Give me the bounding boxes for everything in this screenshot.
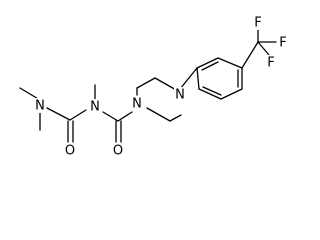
- atom-f-right: F: [278, 35, 289, 51]
- bond-carbonyl-right-to-piperazine: [117, 111, 133, 122]
- atom-label-f-top: F: [254, 16, 261, 31]
- atom-n-mid: N: [89, 99, 101, 115]
- atom-label-n-piperazine-4: N: [175, 88, 185, 103]
- atom-label-n-dimethyl: N: [35, 99, 45, 114]
- atom-f-top: F: [253, 15, 264, 31]
- bond-phenyl-2: [217, 57, 243, 69]
- bond-piperazine-to-phenyl: [179, 67, 198, 90]
- bond-phenyl-1-inner: [201, 61, 219, 71]
- atom-f-bottom: F: [266, 55, 277, 71]
- atom-labels: N O N O N N F F: [34, 15, 289, 159]
- atom-o-right: O: [112, 143, 125, 159]
- atom-label-f-right: F: [279, 36, 286, 51]
- atom-label-n-mid: N: [90, 100, 100, 115]
- atom-label-n-piperazine-1: N: [132, 97, 142, 112]
- bond-piperazine-n1-to-c2: [146, 107, 171, 122]
- bond-phenyl-4: [220, 88, 243, 100]
- bond-n-to-carbonyl-left: [46, 107, 71, 121]
- bond-phenyl-1: [196, 57, 219, 69]
- bond-lines: [19, 27, 277, 143]
- bond-phenyl-5: [198, 88, 222, 100]
- atom-label-f-bottom: F: [267, 56, 274, 71]
- bond-phenyl-5-inner: [202, 86, 222, 96]
- bond-phenyl-6: [196, 67, 200, 90]
- bond-carbonyl-left-to-n-mid: [69, 109, 87, 121]
- bond-c-to-f-bottom: [257, 41, 270, 56]
- atom-o-left: O: [64, 143, 77, 159]
- atom-n-dimethyl: N: [34, 98, 46, 114]
- molecule-structure-diagram: N O N O N N F F: [19, 15, 289, 159]
- atom-n-piperazine-4: N: [174, 87, 186, 103]
- atom-label-o-left: O: [65, 144, 75, 159]
- bond-piperazine-c5-to-c6: [136, 77, 156, 89]
- bond-n-mid-to-carbonyl-right: [102, 111, 119, 122]
- atom-label-o-right: O: [113, 144, 123, 159]
- bond-phenyl-to-cf3: [241, 41, 259, 69]
- bond-piperazine-c2-to-c3: [169, 114, 182, 122]
- atom-n-piperazine-1: N: [131, 96, 143, 112]
